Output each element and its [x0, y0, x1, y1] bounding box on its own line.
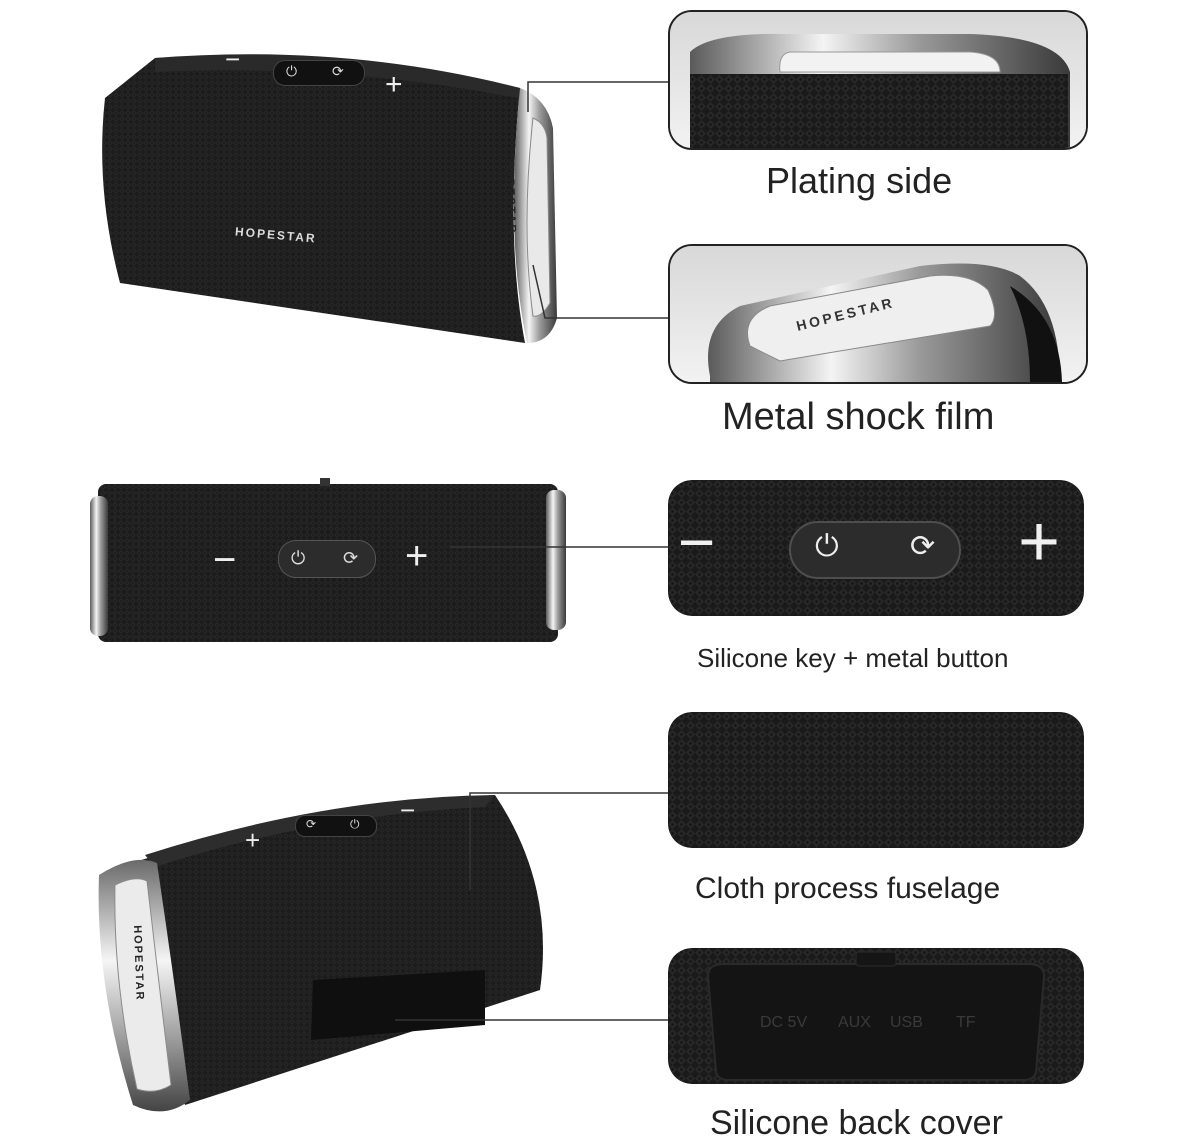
minus-label: −	[400, 795, 416, 825]
port-label-tf: TF	[956, 1014, 976, 1031]
power-icon: ⏻	[291, 548, 306, 568]
caption-metal-shock-film: Metal shock film	[722, 396, 995, 438]
repeat-icon: ⟳	[910, 530, 936, 563]
speaker-top-view: − ⏻ ⟳ +	[88, 478, 568, 646]
plus-label: +	[1018, 502, 1061, 582]
repeat-icon: ⟳	[332, 63, 344, 79]
closeup-cloth-fuselage	[668, 712, 1084, 848]
caption-plating-side: Plating side	[766, 160, 953, 201]
port-label-dc: DC 5V	[760, 1014, 808, 1031]
caption-cloth-fuselage: Cloth process fuselage	[695, 872, 1001, 905]
speaker-angled-top-view: − ⏻ ⟳ + HOPESTAR HOPESTAR	[95, 38, 575, 358]
repeat-icon: ⟳	[306, 817, 317, 831]
minus-label: −	[678, 506, 716, 578]
caption-silicone-key: Silicone key + metal button	[697, 643, 1009, 673]
closeup-plating-side	[668, 10, 1088, 150]
control-pill: ⏻ ⟳	[278, 540, 376, 578]
closeup-metal-shock-film: HOPESTAR	[668, 244, 1088, 384]
repeat-icon: ⟳	[343, 548, 359, 568]
closeup-back-cover: DC 5V AUX USB TF	[668, 948, 1084, 1084]
minus-label: −	[213, 538, 237, 582]
power-icon: ⏻	[815, 530, 839, 563]
plus-label: +	[385, 68, 403, 101]
control-pill: ⟳ ⏻	[295, 815, 377, 837]
plus-label: +	[405, 534, 429, 578]
port-label-usb: USB	[890, 1014, 923, 1031]
plus-label: +	[245, 825, 261, 855]
power-icon: ⏻	[350, 817, 360, 831]
port-label-aux: AUX	[838, 1014, 871, 1031]
power-icon: ⏻	[286, 63, 298, 79]
caption-back-cover: Silicone back cover	[710, 1104, 1003, 1142]
closeup-silicone-key: − ⏻ ⟳ +	[668, 480, 1084, 616]
speaker-angled-rear-view: + ⟳ ⏻ − HOPESTAR	[85, 785, 565, 1125]
control-pill: ⏻ ⟳	[273, 60, 365, 86]
minus-label: −	[225, 44, 241, 74]
